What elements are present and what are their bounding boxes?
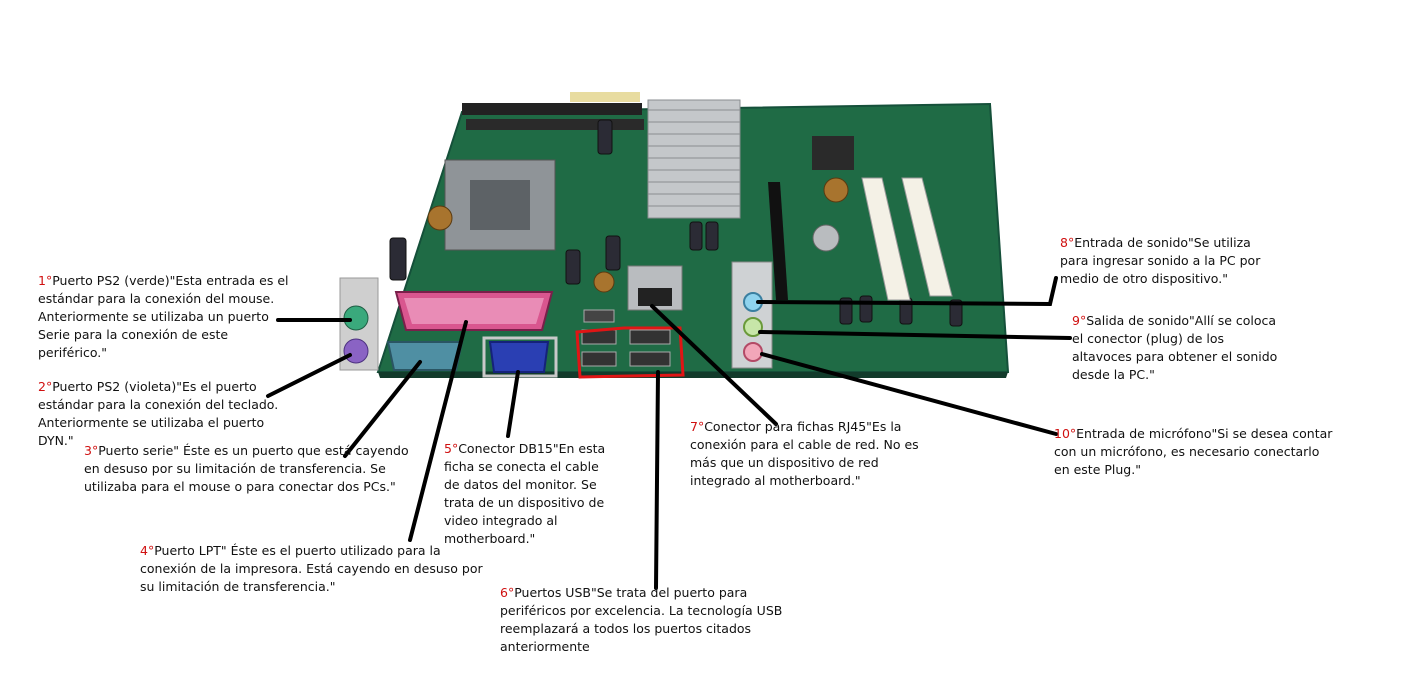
annotation-text: Salida de sonido"Allí se coloca el conec… xyxy=(1072,313,1278,382)
annotation-number: 5° xyxy=(444,441,459,456)
inductor xyxy=(823,177,849,203)
vga-port xyxy=(488,341,550,373)
annotation-number: 3° xyxy=(84,443,99,458)
cmos-battery xyxy=(812,224,840,252)
annotation-line-out: 9°Salida de sonido"Allí se coloca el con… xyxy=(1072,312,1302,384)
dimm-slot xyxy=(570,92,640,102)
pci-slot xyxy=(861,177,911,301)
ps2-keyboard-port xyxy=(343,338,369,364)
annotation-text: Puerto LPT" Éste es el puerto utilizado … xyxy=(140,543,483,594)
annotation-text: Conector para fichas RJ45"Es la conexión… xyxy=(690,419,919,488)
usb-port xyxy=(629,351,671,367)
annotation-vga-port: 5°Conector DB15"En esta ficha se conecta… xyxy=(444,440,624,548)
annotation-microphone: 10°Entrada de micrófono"Si se desea cont… xyxy=(1054,425,1354,479)
inductor xyxy=(427,205,453,231)
annotation-text: Puerto serie" Éste es un puerto que está… xyxy=(84,443,409,494)
leader-line-8 xyxy=(756,276,1058,307)
annotation-text: Entrada de micrófono"Si se desea contar … xyxy=(1054,426,1333,477)
annotation-rj45-port: 7°Conector para fichas RJ45"Es la conexi… xyxy=(690,418,940,490)
annotation-number: 6° xyxy=(500,585,515,600)
dimm-slot xyxy=(462,103,642,115)
audio-line-out-jack xyxy=(743,317,763,337)
annotation-line-in: 8°Entrada de sonido"Se utiliza para ingr… xyxy=(1060,234,1290,288)
leader-line-5 xyxy=(506,370,520,438)
annotation-number: 1° xyxy=(38,273,53,288)
annotation-serial-port: 3°Puerto serie" Éste es un puerto que es… xyxy=(84,442,414,496)
annotation-number: 10° xyxy=(1054,426,1077,441)
leader-line-7 xyxy=(650,304,778,426)
pci-slot xyxy=(901,177,953,297)
annotation-lpt-port: 4°Puerto LPT" Éste es el puerto utilizad… xyxy=(140,542,490,596)
annotation-number: 9° xyxy=(1072,313,1087,328)
leader-line-9 xyxy=(758,330,1072,340)
io-chip xyxy=(812,136,854,170)
annotation-text: Entrada de sonido"Se utiliza para ingres… xyxy=(1060,235,1261,286)
capacitors xyxy=(389,119,963,327)
leader-line-10 xyxy=(760,352,1058,436)
leader-line-6 xyxy=(654,370,660,590)
pcie-slot xyxy=(768,182,788,300)
usb-port xyxy=(581,351,617,367)
annotation-text: Puertos USB"Se trata del puerto para per… xyxy=(500,585,783,654)
annotation-number: 7° xyxy=(690,419,705,434)
inductor xyxy=(593,271,615,293)
leader-line-4 xyxy=(408,320,468,542)
annotation-usb-ports: 6°Puertos USB"Se trata del puerto para p… xyxy=(500,584,800,656)
annotation-ps2-keyboard: 2°Puerto PS2 (violeta)"Es el puerto está… xyxy=(38,378,288,450)
heatsink xyxy=(647,99,741,219)
annotation-text: Puerto PS2 (verde)"Esta entrada es el es… xyxy=(38,273,289,360)
pcb-edge xyxy=(378,372,1008,378)
annotation-number: 4° xyxy=(140,543,155,558)
annotation-text: Puerto PS2 (violeta)"Es el puerto estánd… xyxy=(38,379,279,448)
usb-highlight-box xyxy=(575,326,685,379)
usb-port xyxy=(583,309,615,323)
audio-stack xyxy=(731,261,773,369)
leader-line-2 xyxy=(266,353,352,398)
leader-line-3 xyxy=(343,360,422,458)
annotation-text: Conector DB15"En esta ficha se conecta e… xyxy=(444,441,606,546)
serial-port xyxy=(386,341,464,371)
dimm-slot xyxy=(466,119,644,130)
usb-port xyxy=(629,329,671,345)
leader-lines xyxy=(266,276,1072,590)
annotation-number: 8° xyxy=(1060,235,1075,250)
audio-mic-jack xyxy=(743,342,763,362)
annotation-number: 2° xyxy=(38,379,53,394)
annotation-ps2-mouse: 1°Puerto PS2 (verde)"Esta entrada es el … xyxy=(38,272,298,362)
